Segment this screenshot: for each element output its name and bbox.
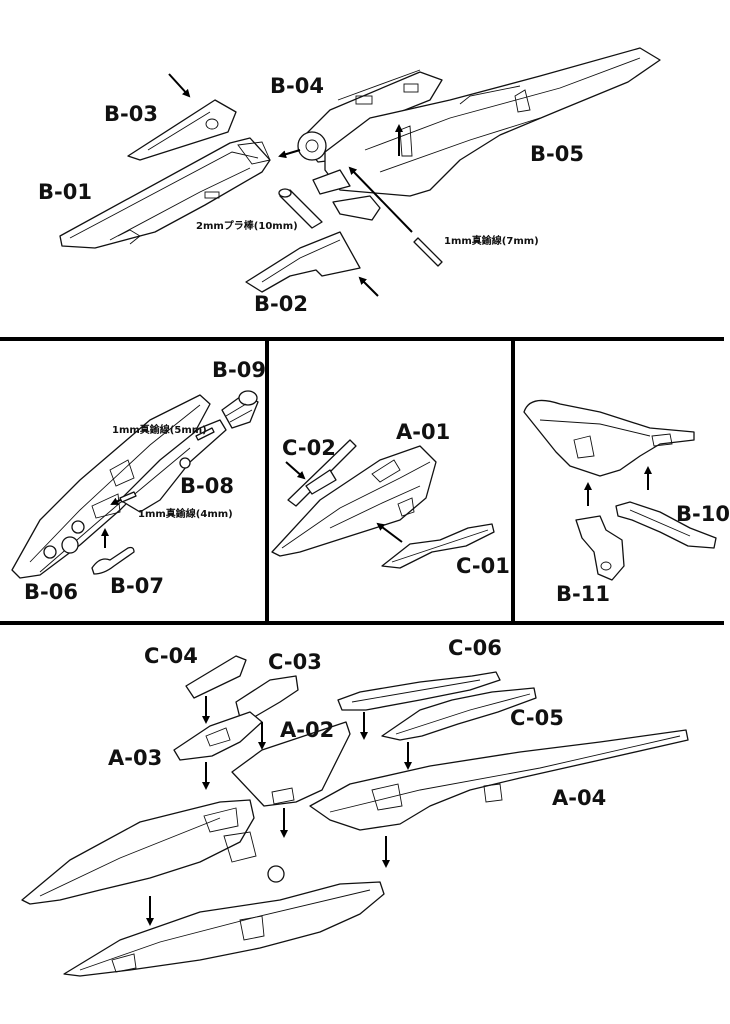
- arrow-c02: [285, 461, 306, 480]
- part-a02: [231, 721, 351, 807]
- label-b04: B-04: [270, 74, 324, 98]
- arrow-wire: [348, 166, 413, 233]
- part-b05: [312, 47, 661, 221]
- label-b07: B-07: [110, 574, 164, 598]
- label-a04: A-04: [552, 786, 607, 810]
- label-b10: B-10: [676, 502, 730, 526]
- label-b02: B-02: [254, 292, 308, 316]
- part-a01: [271, 445, 437, 557]
- part-b09: [221, 390, 259, 429]
- label-a02: A-02: [280, 718, 335, 742]
- part-b11: [575, 515, 625, 581]
- part-c05: [381, 687, 537, 741]
- part-c02: [287, 439, 357, 507]
- divider-right: [511, 337, 515, 625]
- label-c04: C-04: [144, 644, 198, 668]
- divider-top: [0, 337, 724, 341]
- label-a03: A-03: [108, 746, 163, 770]
- note-pla-rod: 2mmプラ棒(10mm): [196, 221, 298, 232]
- label-b09: B-09: [212, 358, 266, 382]
- arrow-b03: [168, 73, 191, 98]
- divider-bottom: [0, 621, 724, 625]
- part-b08: [119, 419, 227, 513]
- brass-pin-5mm: [195, 427, 215, 441]
- middle-left-art: [11, 390, 259, 579]
- part-b10: [615, 501, 717, 549]
- arrow-b04: [278, 149, 301, 159]
- label-b08: B-08: [180, 474, 234, 498]
- label-b01: B-01: [38, 180, 92, 204]
- part-c03: [235, 675, 299, 719]
- part-c04: [185, 655, 247, 699]
- pla-rod: [278, 188, 323, 229]
- top-panel-art: [59, 47, 661, 297]
- arrow-c01: [376, 522, 403, 543]
- arrow-pin-4mm: [110, 497, 121, 505]
- lower-assembly-1: [21, 799, 285, 905]
- lower-assembly-2: [63, 881, 385, 977]
- part-c01: [381, 523, 495, 569]
- label-c03: C-03: [268, 650, 322, 674]
- part-a03: [173, 711, 263, 761]
- note-brass-wire-4mm: 1mm真鍮線(4mm): [138, 509, 233, 520]
- brass-pin-4mm: [119, 491, 137, 503]
- label-c06: C-06: [448, 636, 502, 660]
- part-b02: [245, 231, 361, 293]
- part-a04: [309, 729, 689, 831]
- part-b03: [127, 99, 237, 161]
- arrow-b02: [358, 276, 379, 297]
- note-brass-wire-5mm: 1mm真鍮線(5mm): [112, 425, 207, 436]
- part-b10-b11-frame: [523, 399, 695, 477]
- label-c01: C-01: [456, 554, 510, 578]
- label-a01: A-01: [396, 420, 451, 444]
- label-b03: B-03: [104, 102, 158, 126]
- divider-left: [265, 337, 269, 625]
- brass-wire: [413, 237, 443, 267]
- label-c02: C-02: [282, 436, 336, 460]
- part-b07: [91, 546, 135, 575]
- label-c05: C-05: [510, 706, 564, 730]
- label-b05: B-05: [530, 142, 584, 166]
- label-b06: B-06: [24, 580, 78, 604]
- label-b11: B-11: [556, 582, 610, 606]
- part-b06: [11, 394, 211, 579]
- part-c06: [337, 671, 501, 711]
- note-brass-wire-7mm: 1mm真鍮線(7mm): [444, 236, 539, 247]
- middle-center-art: [271, 439, 495, 569]
- part-b01: [59, 137, 271, 249]
- middle-right-art: [523, 399, 717, 581]
- bottom-panel-art: [21, 655, 689, 977]
